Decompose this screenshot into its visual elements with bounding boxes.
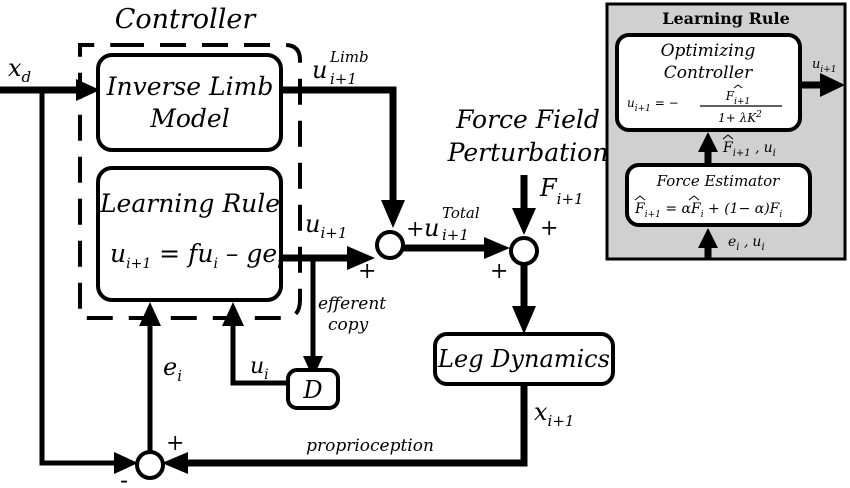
controller-title: Controller — [115, 4, 258, 35]
inset-mid-hat — [722, 134, 734, 140]
inset-mid-label: Fi+1 ,ui — [722, 140, 776, 159]
sum3-minus: - — [120, 466, 128, 488]
optimizing-line1: Optimizing — [661, 41, 756, 61]
u-next-label: ui+1 — [305, 210, 347, 242]
force-estimator-title: Force Estimator — [656, 172, 781, 190]
optimizing-eq-denominator: 1+ λK2 — [718, 110, 762, 125]
inset-output-label: ui+1 — [812, 57, 837, 75]
ei-arrowhead — [139, 302, 161, 326]
force-input-arrowhead — [512, 208, 536, 235]
xd-to-sum-arrowhead — [114, 452, 138, 474]
optimizing-eq-numerator: Fi+1 — [725, 89, 750, 107]
u-limb-sup: Limb — [329, 48, 369, 66]
optimizing-eq-lhs: ui+1 = − — [627, 96, 679, 114]
delay-block — [286, 368, 340, 410]
proprioception-arrowhead — [162, 452, 188, 474]
inverse-limb-line1: Inverse Limb — [106, 72, 274, 101]
force-estimator-block — [625, 163, 812, 227]
inverse-limb-model-block — [96, 53, 283, 152]
estimator-to-optimizer-arrowhead — [698, 132, 718, 152]
learning-rule-block — [96, 166, 283, 302]
sum2-plus-left: + — [490, 259, 508, 284]
sum2-to-leg-arrowhead — [512, 306, 536, 334]
inset-output-arrowhead — [820, 73, 845, 97]
optimizing-line2: Controller — [664, 63, 753, 83]
optimizing-hat — [733, 84, 743, 89]
u-total-label: u — [424, 214, 439, 242]
ui-feedback-arrowhead — [222, 302, 244, 326]
x-next-label: xi+1 — [534, 398, 574, 430]
efferent-copy-arrowhead — [303, 356, 323, 378]
ui-feedback-wire — [230, 322, 288, 386]
learning-rule-title: Learning Rule — [99, 189, 280, 218]
sum-junction-2 — [509, 236, 539, 266]
u-limb-wire — [281, 86, 397, 200]
sum1-plus-left: + — [358, 259, 376, 284]
xd-label: xd — [8, 54, 31, 86]
leg-dynamics-label: Leg Dynamics — [437, 345, 610, 373]
proprioception-label: proprioception — [306, 436, 434, 456]
force-estimator-equation: Fi+1 = αFi + (1− α)Fi — [634, 201, 782, 220]
u-next-arrowhead — [347, 246, 375, 270]
u-total-sup: Total — [442, 204, 480, 222]
ui-label: ui — [250, 354, 269, 383]
inset-input-label: ei ,ui — [728, 234, 765, 253]
xd-arrowhead — [76, 79, 100, 101]
u-total-sub: i+1 — [442, 226, 469, 244]
sum2-plus-right: + — [540, 216, 558, 241]
u-total-arrowhead — [484, 237, 510, 259]
efferent-label-1: efferent — [318, 294, 386, 314]
inset-title: Learning Rule — [662, 9, 790, 28]
estimator-hat-2 — [688, 195, 700, 201]
estimator-hat-1 — [634, 195, 646, 201]
inverse-limb-line2: Model — [149, 104, 229, 133]
sum3-plus: + — [166, 431, 184, 456]
ei-label: ei — [163, 353, 182, 385]
u-limb-label: u — [312, 56, 327, 84]
force-label: Fi+1 — [539, 174, 584, 208]
controller-dashed-boundary — [78, 43, 302, 320]
xd-feedthrough-wire — [39, 90, 118, 466]
u-limb-arrowhead — [381, 200, 405, 228]
sum-junction-3 — [135, 450, 165, 480]
force-field-line2: Perturbation — [447, 138, 609, 167]
sum1-plus-top: + — [406, 217, 424, 242]
force-field-line1: Force Field — [455, 105, 600, 134]
learning-rule-equation: ui+1 = fui – gei — [110, 239, 282, 272]
sum-junction-1 — [375, 230, 405, 260]
delay-block-label: D — [302, 376, 322, 404]
proprioception-wire — [186, 384, 528, 467]
u-limb-sub: i+1 — [330, 70, 357, 88]
efferent-label-2: copy — [328, 315, 369, 335]
estimator-input-arrowhead — [698, 228, 718, 248]
